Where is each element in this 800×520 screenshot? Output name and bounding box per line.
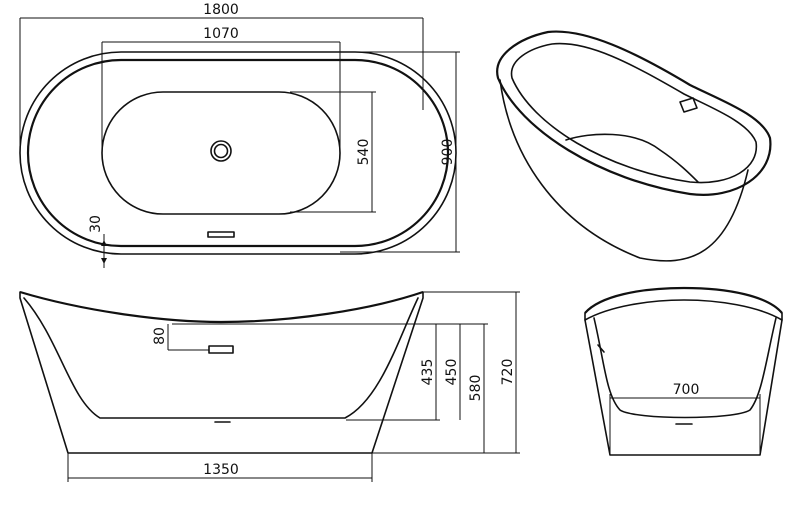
end-view: 700 [584, 286, 783, 456]
basin-outline [101, 91, 341, 215]
tub-outer-outline [19, 51, 457, 255]
tub-floor-curve [565, 133, 699, 183]
tub-inner-rim [510, 42, 758, 184]
side-inner-outline [23, 297, 419, 419]
perspective-view [496, 30, 772, 262]
end-rim-inner [584, 299, 783, 321]
dim-arrows-30 [101, 240, 107, 264]
tub-body-outline [499, 79, 749, 262]
top-view: 1800 1070 540 900 30 [19, 2, 460, 268]
overflow-slot-side [208, 345, 234, 354]
tub-rim [496, 30, 772, 196]
tub-rim-outline [26, 58, 450, 248]
side-rim-curve [19, 290, 424, 324]
overflow-slot-perspective [679, 97, 698, 113]
side-view: 1350 80 435 450 580 720 [19, 290, 520, 482]
overflow-slot-top [207, 231, 235, 238]
side-outer-outline [19, 291, 424, 454]
dim-label-540: 540 [356, 139, 372, 166]
end-inner-outline [593, 317, 777, 419]
dim-label-80: 80 [152, 327, 168, 345]
dim-label-450: 450 [444, 359, 460, 386]
dim-label-1800: 1800 [203, 2, 239, 18]
dim-label-30: 30 [88, 215, 104, 233]
end-rim-top [584, 286, 783, 314]
dim-label-720: 720 [500, 359, 516, 386]
end-overflow-mark [597, 344, 605, 353]
dim-label-435: 435 [420, 359, 436, 386]
dim-label-900: 900 [440, 139, 456, 166]
dim-label-700: 700 [673, 382, 700, 398]
drain-outer [210, 140, 232, 162]
drain-inner [213, 143, 229, 159]
end-outer-outline [584, 319, 783, 456]
dim-label-1350: 1350 [203, 462, 239, 478]
dim-label-1070: 1070 [203, 26, 239, 42]
dim-label-580: 580 [468, 375, 484, 402]
